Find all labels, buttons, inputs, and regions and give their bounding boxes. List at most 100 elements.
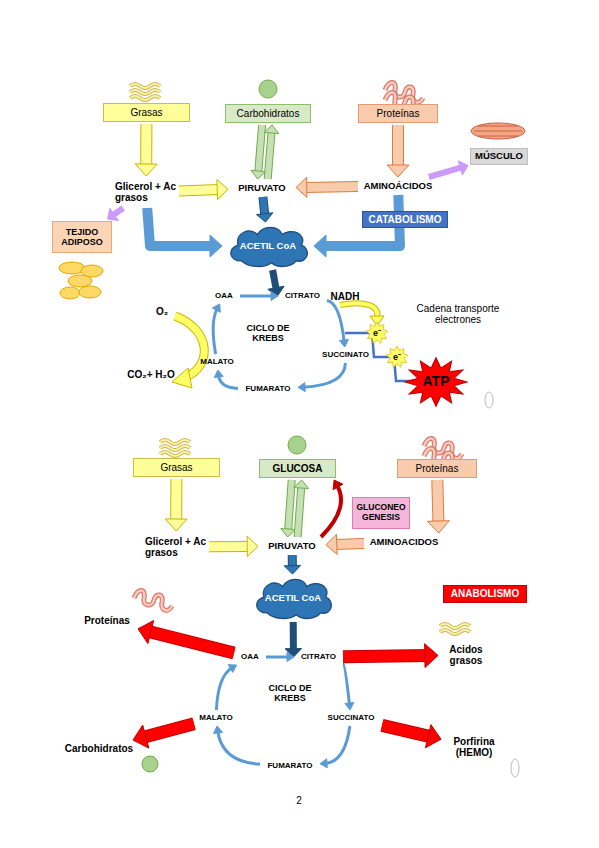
arrow-body [143,724,195,738]
fat-line [130,90,160,94]
fat-line [440,624,470,628]
fat-line [130,90,160,94]
arrow-head [387,165,409,177]
flow-arrow [268,270,284,296]
fat-line [160,440,190,444]
cycle-intermediate: CITRATO [280,290,325,302]
star-path [386,346,408,367]
fat-cell [60,287,80,299]
flow-arrow [108,208,124,221]
node-text: PIRUVATO [268,541,316,552]
arrow-outline [437,480,438,524]
cycle-intermediate: MALATO [196,712,236,724]
node-text: GLUCONEO GENESIS [353,503,409,522]
arrow-outline [268,131,272,179]
muscle-fibres [474,126,522,136]
cycle-intermediate: OAA [236,651,264,663]
text-label: O₂ [150,306,174,317]
oxygen-arrow-head [172,368,192,388]
flow-arrow [343,644,438,668]
arrow-outline [392,125,404,168]
arrow-head [339,340,348,347]
flow-arrow [294,480,309,537]
fat-icon [130,84,160,100]
node-text: Grasas [160,462,192,473]
arrow-head [228,665,236,673]
node-text: SUCCINATO [328,714,375,723]
burst-path [405,358,467,406]
arrow-head [326,534,337,554]
cycle-intermediate: CITRATO [296,651,341,663]
arrow-head [458,161,468,175]
arrow-body [258,125,262,173]
arrow-head [298,383,305,392]
node-text: Proteínas [377,108,420,119]
node-text: AMINOÁCIDOS [364,181,433,192]
flow-arrow [321,480,343,537]
fat-icon [160,440,190,456]
flow-arrow [133,724,194,748]
acetyl-coa-cloud: ACETIL CoA [224,224,312,268]
arrow-body [382,725,431,737]
flow-arrow [212,304,220,354]
node-text: Glicerol + Ac grasos [115,181,177,203]
arrow-outline [288,480,292,531]
fatty-acid-icon [440,624,470,634]
flow-arrow [256,197,273,222]
fat-line [130,84,160,88]
oxygen-arrow [172,316,204,388]
arrow-body [147,208,213,246]
fat-box: Grasas [103,103,190,122]
flow-arrow [298,363,345,392]
arrow-outline [263,197,265,216]
fat-line [160,446,190,450]
flow-arrow [216,665,236,710]
arrow-head [320,759,327,768]
arrow-body [334,543,364,544]
metabolite-text: Glicerol + Ac grasos [145,533,207,561]
fat-line [160,452,190,456]
flow-arrow [251,125,266,179]
arrow-body [263,197,265,216]
text-label: Cadena transporte electrones [402,303,514,325]
fat-line [130,96,160,100]
arrow-head [210,235,222,257]
arrow-body [393,125,403,168]
carbohydrate-box: Carbohidratos [225,104,311,123]
node-text: PIRUVATO [238,183,286,194]
arrow-body [266,656,289,659]
scan-mark [511,759,519,777]
fat-line [440,630,470,634]
arrow-head [284,565,301,574]
flow-arrow [284,555,301,574]
arrow-body [327,301,344,342]
node-text: Proteínas [84,615,130,626]
flow-arrow [296,177,358,197]
arrow-head [217,180,228,200]
arrow-head [425,725,441,748]
scan-mark [485,392,493,408]
arrow-body [209,542,250,551]
cycle-intermediate: FUMARATO [262,760,318,772]
metabolite-text: PIRUVATO [230,181,294,195]
glucose-box: GLUCOSA [259,459,336,478]
cloud-path [257,579,332,618]
acetyl-coa-cloud: ACETIL CoA [250,576,336,620]
node-text: FUMARATO [267,762,312,771]
arrow-head [264,125,279,134]
flow-arrow [285,622,302,657]
node-text: Grasas [130,107,162,118]
arrow-outline [140,124,152,167]
node-text: ATP [423,374,450,390]
flow-arrow [240,292,278,301]
arrow-body [429,167,462,177]
arrow-body [273,270,277,290]
fat-cell [79,286,101,298]
atp-burst: ATP [405,358,467,406]
fat-line [160,446,190,450]
arrow-body [216,668,232,710]
fat-line [440,630,470,634]
arrow-body [179,190,220,191]
flow-arrow [214,726,260,764]
